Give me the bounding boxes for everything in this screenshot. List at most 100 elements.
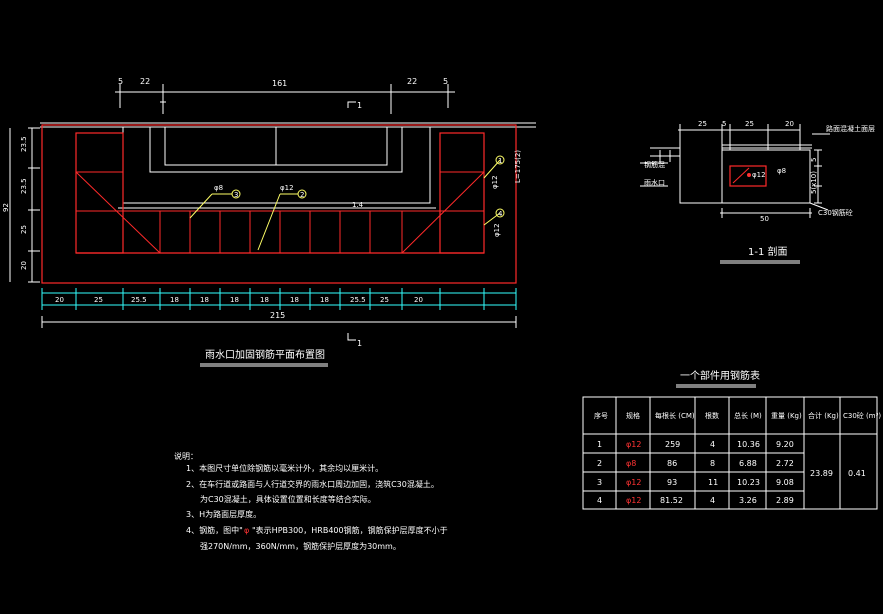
plan-bottom-dim-7: 18	[260, 296, 269, 304]
svg-text:10.36: 10.36	[737, 440, 760, 449]
plan-total-dim: 215	[270, 311, 285, 320]
svg-text:81.52: 81.52	[660, 496, 683, 505]
plan-bottom-dim-9: 18	[320, 296, 329, 304]
table-header-spec: 规格	[626, 411, 640, 420]
section-rebar-label: φ12	[752, 171, 766, 179]
svg-text:9.20: 9.20	[776, 440, 794, 449]
svg-text:9.08: 9.08	[776, 478, 794, 487]
plan-bottom-dim-1: 20	[55, 296, 64, 304]
section-mark-top: 1	[347, 101, 362, 110]
svg-text:5: 5	[810, 158, 818, 162]
plan-left-dim-2: 23.5	[20, 178, 28, 194]
svg-text:4: 4	[597, 496, 602, 505]
plan-bottom-dim-3: 25.5	[131, 296, 147, 304]
svg-text:93: 93	[667, 478, 677, 487]
section-label-left-top: 钢筋混	[644, 160, 665, 169]
plan-title: 雨水口加固钢筋平面布置图	[205, 348, 325, 361]
table-row: 2 φ8 86 8 6.88 2.72	[597, 459, 794, 468]
plan-top-dim-1: 5	[118, 77, 123, 86]
plan-view: 5 22 161 22 5 1	[2, 77, 536, 367]
notes-line-3: 为C30混凝土，具体设置位置和长度等结合实际。	[200, 494, 376, 504]
rebar-label-phi12: φ12	[280, 184, 294, 192]
section-label-bottom-right: C30钢筋砼	[818, 208, 853, 217]
plan-bottom-dim-11: 25	[380, 296, 389, 304]
notes-line-2: 2、在车行道或路面与人行道交界的雨水口周边加固，浇筑C30混凝土。	[186, 479, 439, 489]
table-header-weight: 重量 (Kg)	[771, 412, 802, 420]
section-bottom-dim: 50	[760, 215, 769, 223]
svg-text:3: 3	[234, 191, 238, 199]
svg-text:4: 4	[710, 496, 715, 505]
plan-bottom-dim-10: 25.5	[350, 296, 366, 304]
mid-note: 1.4	[352, 201, 364, 209]
plan-outer-boundary	[41, 124, 517, 284]
rebar-right-note: L=175(2)	[514, 150, 522, 183]
plan-bottom-dim-8: 18	[290, 296, 299, 304]
table-header-count: 根数	[705, 411, 719, 420]
section-label-top-right: 路面混凝土面层	[826, 124, 875, 133]
table-row: 1 φ12 259 4 10.36 9.20	[597, 440, 794, 449]
svg-text:1: 1	[498, 157, 502, 165]
section-top-dimension: 25 5 25 20	[678, 120, 801, 150]
svg-text:3: 3	[597, 478, 602, 487]
svg-text:2: 2	[597, 459, 602, 468]
section-labels: 路面混凝土面层 C30钢筋砼 钢筋混 雨水口	[640, 124, 875, 217]
plan-left-total: 92	[2, 203, 10, 212]
table-header-concrete: C30砼 (m³)	[843, 411, 881, 420]
rebar-left-block	[75, 132, 161, 254]
plan-bottom-dim-2: 25	[94, 296, 103, 304]
svg-text:φ12: φ12	[626, 496, 641, 505]
section-bottom-dimension: 50	[720, 208, 812, 223]
plan-left-dimension: 23.5 23.5 25 20 92	[2, 127, 40, 283]
svg-text:8: 8	[710, 459, 715, 468]
notes-marker: φ	[244, 526, 249, 535]
plan-bottom-dimension: 20 25 25.5 18 18 18 18 18 18 25.5 25 20	[41, 288, 517, 310]
plan-top-dim-3: 161	[272, 79, 287, 88]
notes: 说明： 1、本图尺寸单位除钢筋以毫米计外，其余均以厘米计。 2、在车行道或路面与…	[174, 451, 448, 551]
table-row: 3 φ12 93 11 10.23 9.08	[597, 478, 794, 487]
svg-text:φ12: φ12	[626, 440, 641, 449]
svg-text:11: 11	[708, 478, 718, 487]
section-mark-bottom: 1	[347, 333, 362, 348]
notes-line-1: 1、本图尺寸单位除钢筋以毫米计外，其余均以厘米计。	[186, 463, 383, 473]
plan-left-dim-4: 20	[20, 261, 28, 270]
svg-text:4: 4	[710, 440, 715, 449]
svg-text:10.23: 10.23	[737, 478, 760, 487]
plan-bottom-dim-5: 18	[200, 296, 209, 304]
section-view: 25 5 25 20 φ12 φ8 5 5	[640, 120, 875, 264]
plan-total-dimension: 215	[41, 311, 517, 328]
rebar-table: 一个部件用钢筋表 序号 规格 每根长 (CM) 根数 总长 (M) 重量 (Kg…	[582, 369, 881, 510]
section-rebar-num: φ8	[777, 167, 786, 175]
plan-top-dimension: 5 22 161 22 5	[115, 77, 455, 114]
rebar-right-label-1: φ12	[491, 175, 499, 189]
table-header-total-length: 总长 (M)	[734, 411, 762, 420]
section-label-left-bottom: 雨水口	[644, 178, 665, 187]
notes-line-4: 3、H为路面层厚度。	[186, 509, 261, 519]
rebar-label-phi8: φ8	[214, 184, 223, 192]
plan-left-dim-1: 23.5	[20, 136, 28, 152]
plan-top-dim-5: 5	[443, 77, 448, 86]
table-header-length: 每根长 (CM)	[655, 411, 695, 420]
svg-text:3.26: 3.26	[739, 496, 757, 505]
plan-bottom-dim-12: 20	[414, 296, 423, 304]
plan-left-dim-3: 25	[20, 225, 28, 234]
section-body: φ12 φ8	[650, 144, 812, 204]
svg-text:259: 259	[665, 440, 680, 449]
plan-top-dim-2: 22	[140, 77, 150, 86]
table-total-kg: 23.89	[810, 469, 833, 478]
rebar-right-block	[401, 132, 485, 254]
plan-bottom-dim-6: 18	[230, 296, 239, 304]
svg-text:2: 2	[300, 191, 304, 199]
notes-heading: 说明：	[174, 451, 198, 461]
plan-bottom-dim-4: 18	[170, 296, 179, 304]
svg-text:φ12: φ12	[626, 478, 641, 487]
inlet-frame	[118, 126, 436, 209]
svg-text:1: 1	[357, 339, 362, 348]
svg-text:2.72: 2.72	[776, 459, 794, 468]
svg-text:2.89: 2.89	[776, 496, 794, 505]
svg-text:86: 86	[667, 459, 677, 468]
section-side-dimension: 5 5(x10)	[810, 149, 822, 204]
svg-text:4: 4	[498, 210, 503, 218]
table-row: 4 φ12 81.52 4 3.26 2.89	[597, 496, 794, 505]
svg-text:6.88: 6.88	[739, 459, 757, 468]
